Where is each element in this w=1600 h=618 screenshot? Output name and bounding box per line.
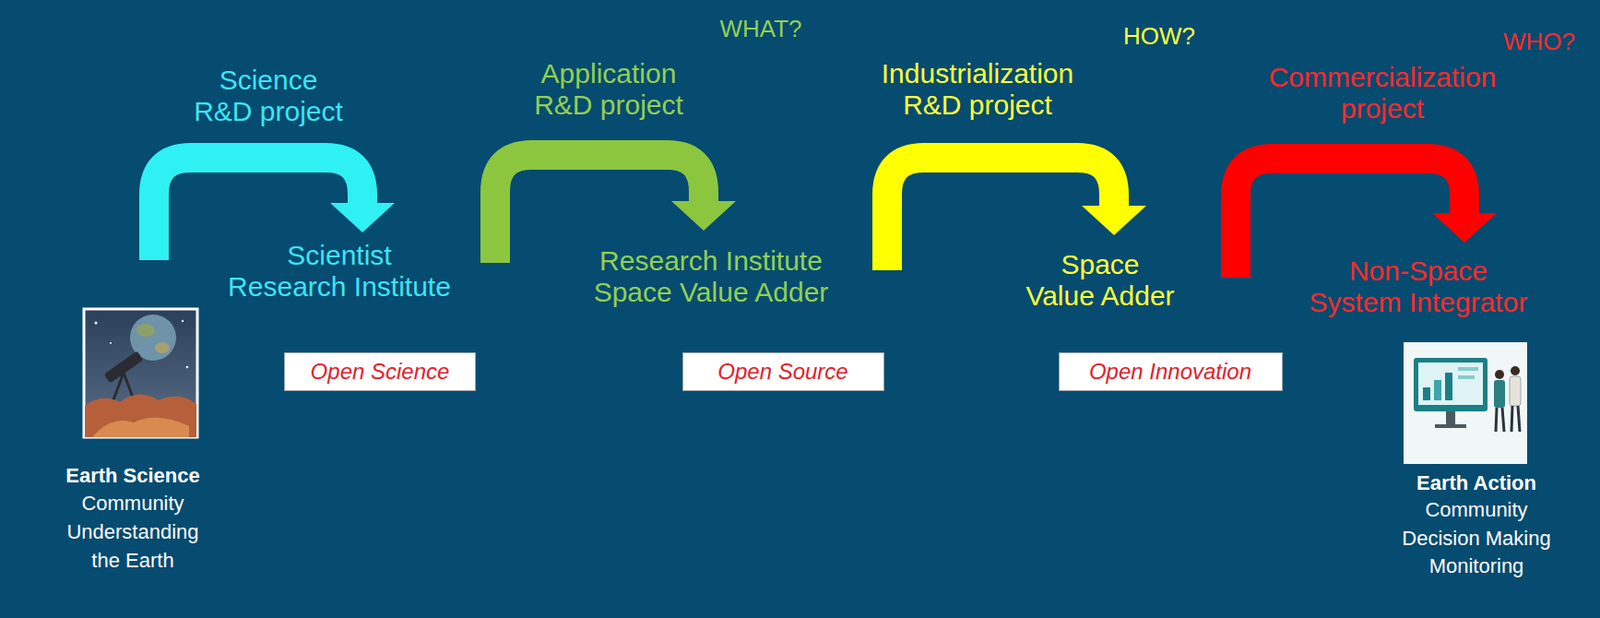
star — [181, 320, 184, 322]
star — [94, 321, 98, 325]
open-box: Open Innovation — [1058, 352, 1283, 392]
star — [109, 342, 112, 344]
stage-title: Science R&D project — [193, 64, 344, 128]
person-leg — [1517, 405, 1520, 432]
open-box: Open Source — [682, 352, 885, 392]
screen-line — [1457, 367, 1479, 371]
globe-land — [136, 323, 155, 337]
stage-title: Application R&D project — [533, 58, 685, 121]
earth-science-picture — [83, 308, 198, 438]
person-body — [1509, 376, 1521, 406]
star — [186, 366, 190, 369]
picture-frame — [1403, 342, 1528, 464]
person-head — [1510, 366, 1520, 376]
screen-bar — [1434, 379, 1442, 401]
question-word: HOW? — [1123, 23, 1197, 50]
arrow-head — [330, 202, 395, 233]
question-word: WHAT? — [719, 15, 803, 43]
person-leg — [1495, 407, 1497, 432]
monitor — [1413, 357, 1488, 412]
screen-line — [1457, 375, 1475, 380]
person-head — [1494, 369, 1505, 380]
globe-land — [154, 342, 170, 354]
community-block: Earth ActionCommunity Decision Making Mo… — [1393, 470, 1560, 581]
rocks — [92, 417, 190, 438]
person-leg — [1502, 407, 1505, 432]
monitor-stand — [1445, 411, 1456, 425]
monitor-screen — [1418, 362, 1483, 405]
community-heading: Earth Action — [1393, 470, 1560, 497]
open-label: Open Innovation — [1089, 358, 1252, 385]
actor-label: Space Value Adder — [1025, 248, 1176, 312]
person-leg — [1511, 405, 1513, 432]
rocks — [84, 393, 197, 438]
person-body — [1493, 379, 1506, 408]
telescope — [104, 350, 144, 383]
actor-label: Scientist Research Institute — [227, 239, 452, 303]
community-description: Community Decision Making Monitoring — [1393, 496, 1560, 581]
open-box: Open Science — [284, 352, 476, 392]
community-block: Earth ScienceCommunity Understanding the… — [40, 462, 226, 575]
open-label: Open Source — [717, 358, 848, 385]
picture-frame — [83, 308, 198, 438]
tripod — [112, 372, 124, 403]
community-description: Community Understanding the Earth — [59, 488, 207, 575]
arrow-head — [671, 201, 736, 231]
actor-label: Research Institute Space Value Adder — [592, 245, 830, 309]
question-word: WHO? — [1503, 28, 1577, 56]
arrow-head — [1432, 213, 1497, 243]
stage-title: Industrialization R&D project — [881, 58, 1075, 121]
earth-action-picture — [1403, 342, 1528, 464]
arrow-head — [1081, 205, 1147, 236]
stage-title: Commercialization project — [1268, 61, 1497, 125]
screen-bar — [1422, 387, 1431, 401]
screen-bar — [1445, 372, 1453, 401]
open-label: Open Science — [310, 358, 451, 385]
community-heading: Earth Science — [40, 462, 226, 489]
actor-label: Non-Space System Integrator — [1308, 255, 1529, 319]
monitor-stand — [1434, 424, 1467, 428]
